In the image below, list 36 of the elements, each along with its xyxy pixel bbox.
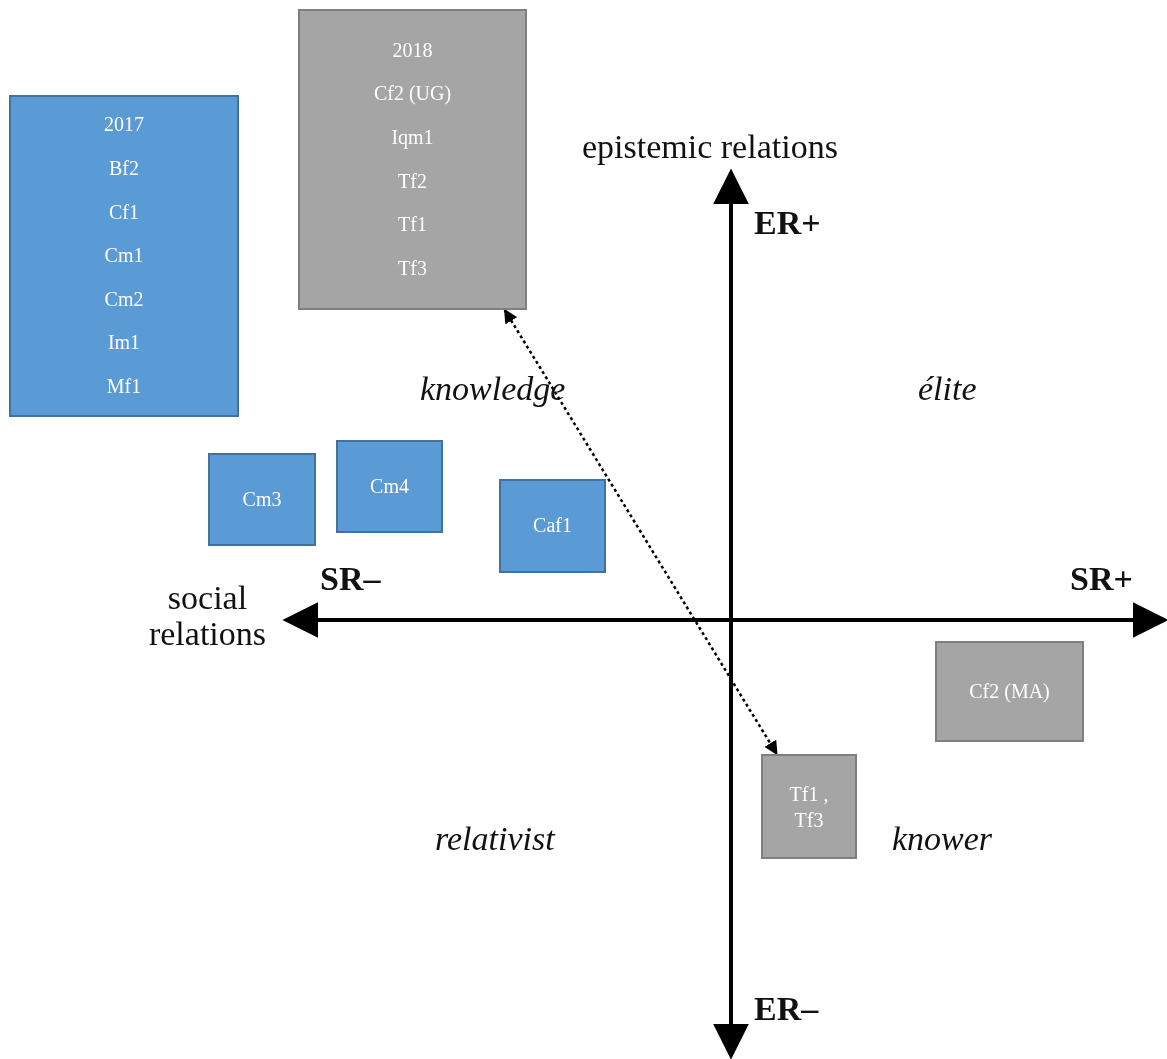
data-box [761,754,857,859]
data-box [499,479,606,573]
box-text: Bf2 [109,156,139,181]
data-box [298,9,527,310]
data-box [208,453,316,546]
data-box [9,95,239,417]
box-text: 2018 [392,37,433,63]
quadrant-label: knowledge [420,370,566,408]
box-text: Cm1 [104,243,144,269]
box-text: Cf2 (MA) [969,678,1050,704]
box-text: Cm4 [370,473,409,499]
box-text: Iqm1 [391,124,434,151]
pole-label: SR– [320,560,381,598]
arrow [503,308,778,756]
data-box [935,641,1084,742]
data-box [336,440,443,533]
pole-label: ER+ [754,204,821,242]
box-text: Tf1 [398,212,427,238]
pole-label: SR+ [1070,560,1133,598]
box-text: Im1 [107,330,141,356]
quadrant-label: élite [918,370,977,408]
box-text: Tf1 , Tf3 [788,781,830,833]
box-text: Cf1 [109,199,139,225]
pole-label: ER– [754,990,819,1028]
box-text: 2017 [104,112,144,138]
quadrant-label: knower [892,820,993,858]
box-text: Tf3 [398,255,427,281]
box-text: Caf1 [533,513,572,539]
axis-title: social relations [147,580,268,652]
box-text: Cm2 [104,286,144,312]
box-text: Mf1 [106,374,142,399]
quadrant-label: relativist [435,820,555,858]
box-text: Cm3 [242,486,282,512]
box-text: Cf2 (UG) [373,81,452,107]
axis-title: epistemic relations [582,128,838,166]
box-text: Tf2 [398,168,427,194]
